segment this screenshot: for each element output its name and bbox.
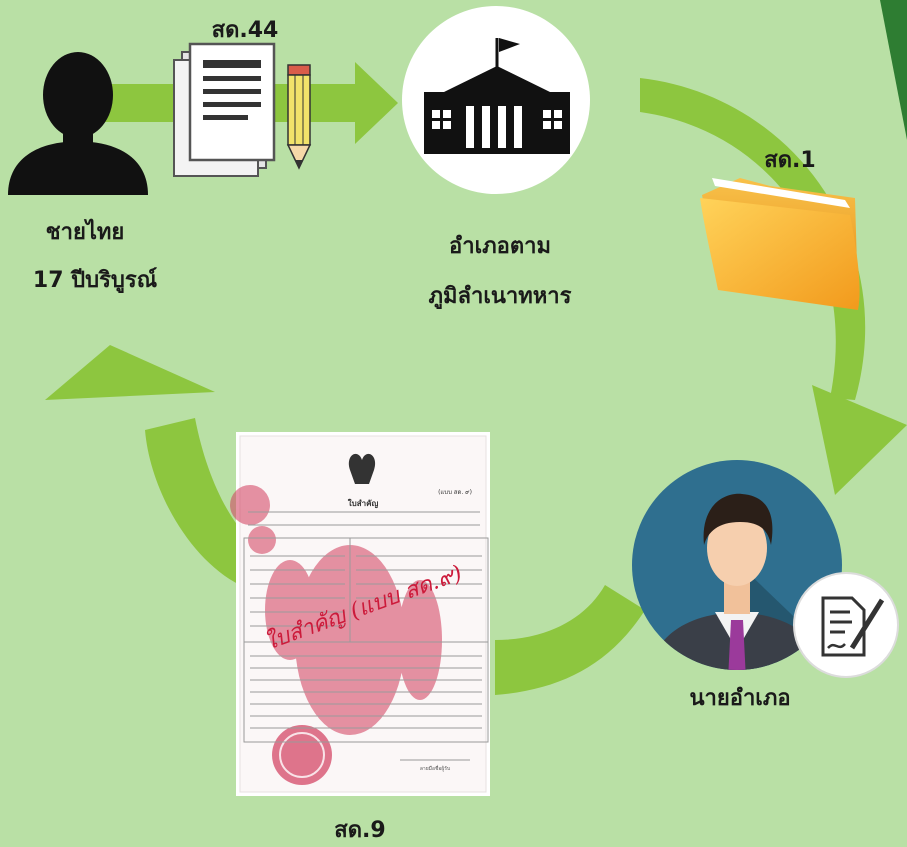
document-signature-line: ลายมือชื่อผู้รับ xyxy=(420,765,450,772)
form-sd9-label: สด.9 xyxy=(334,818,386,843)
arrow-certificate-to-citizen xyxy=(45,345,250,585)
document-form-number: (แบบ สด. ๙) xyxy=(438,489,472,496)
document-title: ใบสำคัญ xyxy=(348,498,379,509)
form-sd1-label: สด.1 xyxy=(764,148,816,173)
arrow-chief-to-certificate xyxy=(495,585,645,695)
district-office-label-line2: ภูมิลำเนาทหาร xyxy=(428,284,572,309)
government-building-icon xyxy=(402,6,590,194)
form-sd44-label: สด.44 xyxy=(211,18,279,43)
person-silhouette-icon xyxy=(8,52,148,195)
documents-with-pencil-icon xyxy=(173,42,312,177)
folder-icon xyxy=(700,178,860,310)
officer-avatar-icon xyxy=(632,460,842,670)
citizen-label-line1: ชายไทย xyxy=(45,220,125,245)
district-chief-label: นายอำเภอ xyxy=(689,686,791,711)
sign-document-icon xyxy=(793,572,899,678)
district-office-label-line1: อำเภอตาม xyxy=(449,234,551,259)
citizen-label-line2: 17 ปีบริบูรณ์ xyxy=(32,268,158,293)
certificate-document-icon: ใบสำคัญ (แบบ สด.๙) ใบสำคัญ (แบบ สด. ๙) ล… xyxy=(230,432,490,796)
corner-accent-shape xyxy=(880,0,907,140)
